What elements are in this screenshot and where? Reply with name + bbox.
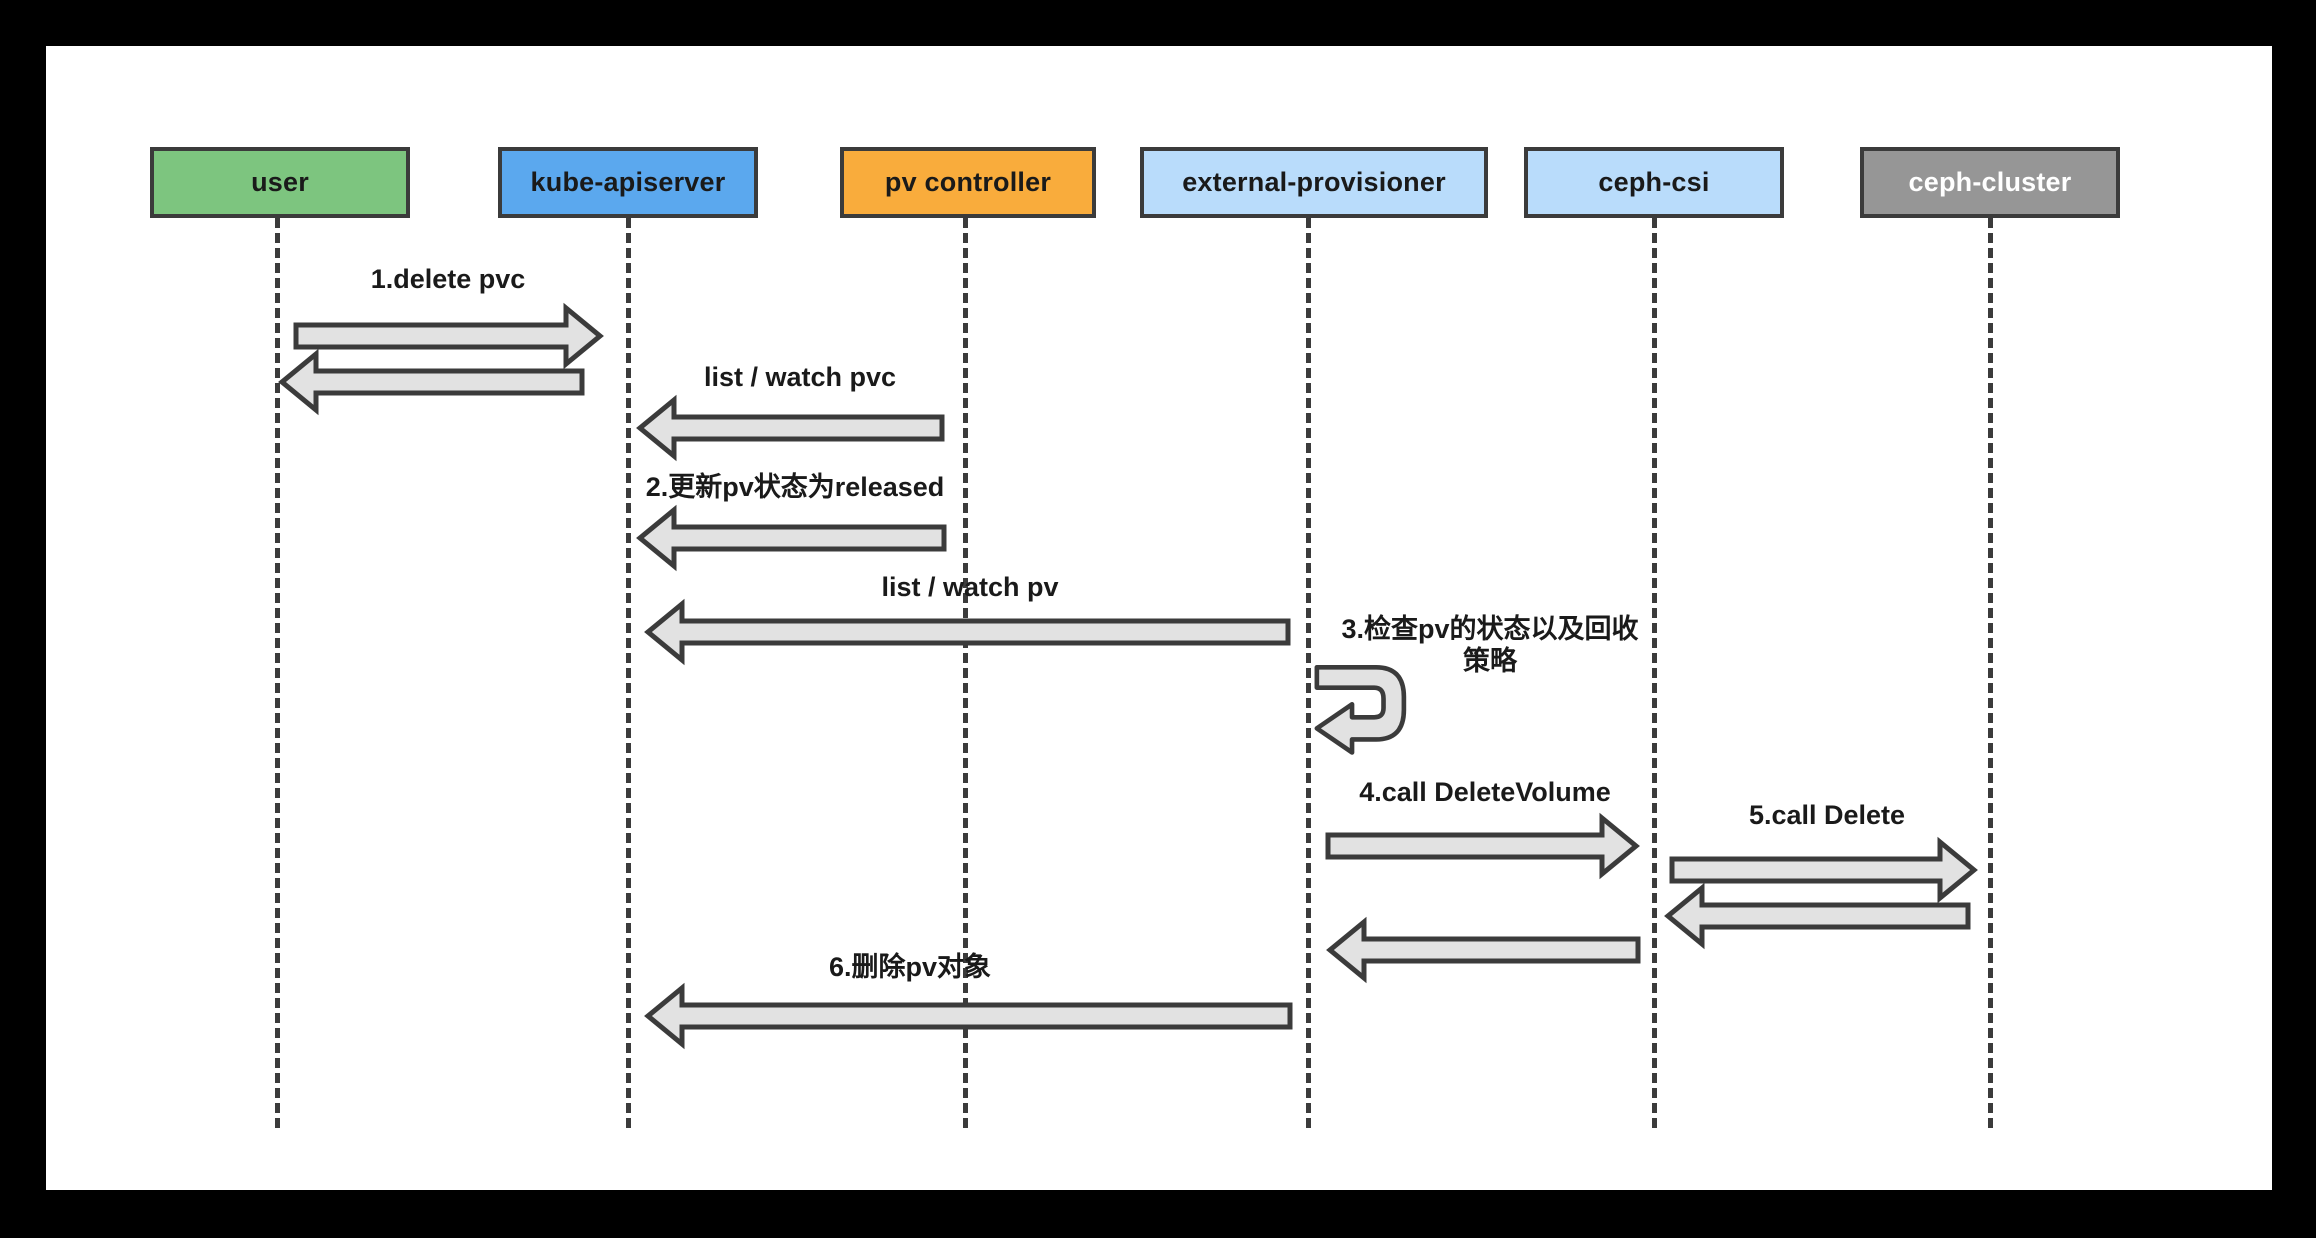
message-arrow-m6[interactable] [1324,812,1640,880]
message-arrow-m8[interactable] [1326,916,1642,984]
participant-box-user[interactable]: user [150,147,410,218]
diagram-canvas: user kube-apiserver pv controller external-… [46,46,2272,1190]
message-arrow-m9[interactable] [644,982,1294,1050]
lifeline-external-provisioner [1306,218,1311,1128]
message-arrow-m7[interactable] [1668,836,1978,904]
message-label-m7: 5.call Delete [1748,800,1906,830]
lifeline-user [275,218,280,1128]
message-arrow-m2[interactable] [636,394,946,462]
message-label-m4: list / watch pv [881,572,1059,602]
lifeline-kube-apiserver [626,218,631,1128]
participant-label: user [251,166,309,197]
participant-label: ceph-cluster [1908,166,2072,197]
message-label-m2: list / watch pvc [703,362,897,392]
message-label-m5: 3.检查pv的状态以及回收策略 [1341,614,1639,676]
message-label-m6: 4.call DeleteVolume [1359,777,1611,807]
message-label-m9: 6.删除pv对象 [828,952,992,982]
message-arrow-m1r[interactable] [278,348,586,416]
lifeline-pv-controller [963,218,968,1128]
participant-box-ceph-cluster[interactable]: ceph-cluster [1860,147,2120,218]
participant-label: ceph-csi [1598,166,1710,197]
message-label-m1: 1.delete pvc [370,264,526,294]
message-arrow-m3[interactable] [636,504,948,572]
message-label-m3: 2.更新pv状态为released [645,472,945,502]
participant-box-ceph-csi[interactable]: ceph-csi [1524,147,1784,218]
message-arrow-m1[interactable] [292,302,604,370]
message-arrow-m7r[interactable] [1664,882,1972,950]
participant-box-external-provisioner[interactable]: external-provisioner [1140,147,1488,218]
participant-box-pv-controller[interactable]: pv controller [840,147,1096,218]
message-arrow-m5[interactable] [1305,658,1425,758]
message-arrow-m4[interactable] [644,598,1292,666]
participant-label: external-provisioner [1182,166,1446,197]
lifeline-ceph-csi [1652,218,1657,1128]
participant-box-kube-apiserver[interactable]: kube-apiserver [498,147,758,218]
participant-label: pv controller [884,166,1052,197]
participant-label: kube-apiserver [530,166,726,197]
lifeline-ceph-cluster [1988,218,1993,1128]
